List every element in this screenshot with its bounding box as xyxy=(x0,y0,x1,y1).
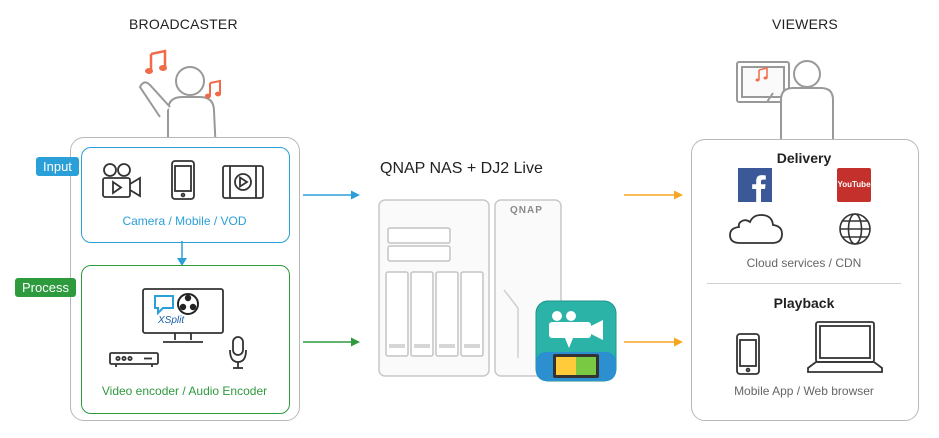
viewer-person-icon xyxy=(736,60,834,140)
panel-divider xyxy=(707,283,901,284)
music-note-icon xyxy=(205,79,221,99)
process-tag: Process xyxy=(15,278,76,297)
mobile-phone-icon xyxy=(171,160,195,200)
viewers-heading: VIEWERS xyxy=(772,16,838,32)
input-caption: Camera / Mobile / VOD xyxy=(122,214,247,228)
xsplit-label: XSplit xyxy=(158,315,185,326)
nas-brand: QNAP xyxy=(510,205,543,216)
blue-arrow xyxy=(303,190,360,200)
process-caption: Video encoder / Audio Encoder xyxy=(101,384,268,398)
music-note-icon xyxy=(145,49,167,74)
youtube-icon xyxy=(837,168,871,202)
facebook-icon xyxy=(738,168,772,202)
playback-caption: Mobile App / Web browser xyxy=(734,384,874,398)
delivery-title: Delivery xyxy=(776,150,832,166)
microphone-icon xyxy=(229,336,247,369)
monitor-icon xyxy=(142,288,224,343)
delivery-caption: Cloud services / CDN xyxy=(746,256,862,270)
video-camera-icon xyxy=(102,163,141,198)
orange-arrow xyxy=(624,190,683,200)
dj2-live-app-icon xyxy=(535,300,617,382)
down-arrow xyxy=(177,241,187,266)
playback-title: Playback xyxy=(773,295,835,311)
vod-film-icon xyxy=(222,165,264,199)
broadcaster-heading: BROADCASTER xyxy=(129,16,238,32)
youtube-label: YouTube xyxy=(837,180,871,189)
nas-device-icon xyxy=(378,199,562,377)
green-arrow xyxy=(303,337,360,347)
cloud-icon xyxy=(729,214,783,244)
viewers-panel xyxy=(691,139,919,421)
mobile-app-icon xyxy=(736,333,760,375)
globe-icon xyxy=(839,213,871,245)
laptop-icon xyxy=(807,321,883,373)
orange-arrow xyxy=(624,337,683,347)
encoder-device-icon xyxy=(109,352,159,367)
center-title: QNAP NAS + DJ2 Live xyxy=(380,160,543,177)
input-tag: Input xyxy=(36,157,79,176)
